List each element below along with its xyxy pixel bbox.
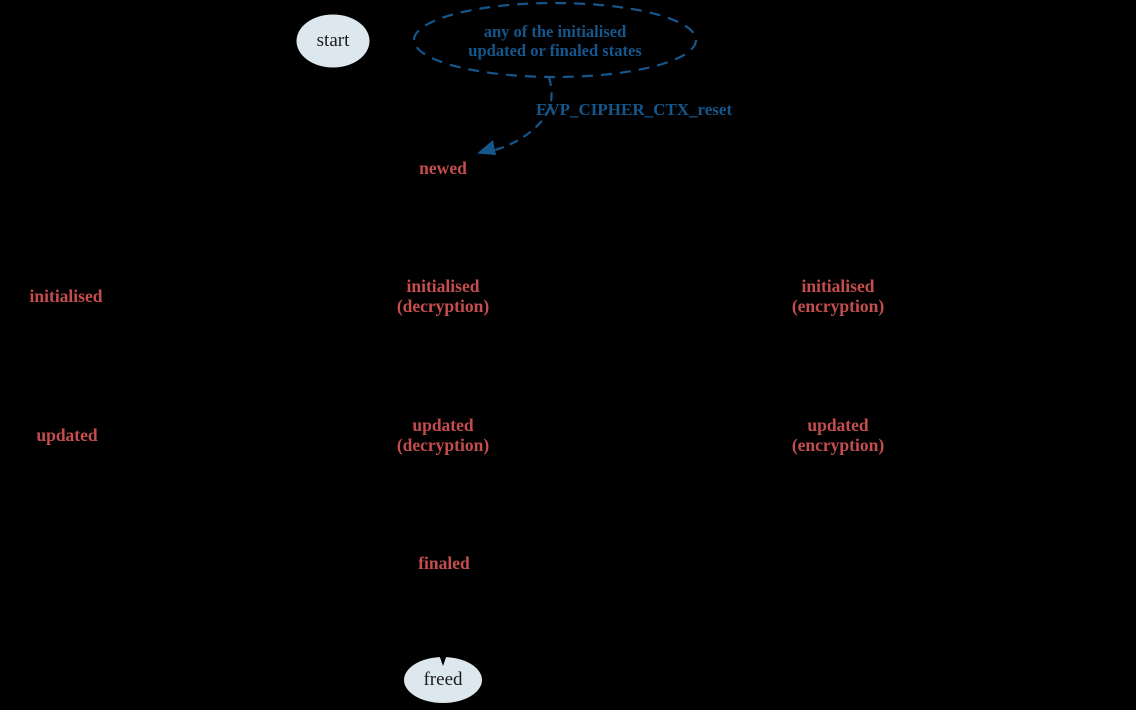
state-any-states: any of the initialised updated or finale… [468, 22, 641, 60]
any-states-dashed-ellipse [412, 1, 698, 79]
state-finaled: finaled [418, 553, 470, 573]
state-initialised: initialised [29, 286, 103, 306]
state-updated: updated [36, 425, 98, 445]
any-states-line2: updated or finaled states [468, 41, 642, 60]
start-ellipse [296, 14, 370, 68]
any-states-line1: any of the initialised [483, 22, 627, 41]
free-arrowhead-notch [438, 653, 448, 666]
edge-label-reset: EVP_CIPHER_CTX_reset [536, 100, 733, 119]
state-updated-encryption: updated (encryption) [791, 415, 885, 455]
state-initialised-decryption: initialised (decryption) [396, 276, 490, 316]
state-start: start [316, 30, 350, 51]
state-newed: newed [419, 158, 467, 178]
state-updated-decryption: updated (decryption) [396, 415, 490, 455]
state-initialised-encryption: initialised (encryption) [791, 276, 885, 316]
reset-arrow-line [494, 76, 553, 152]
freed-ellipse [404, 657, 482, 703]
reset-arrowhead [477, 140, 496, 155]
state-freed: freed [423, 669, 463, 690]
